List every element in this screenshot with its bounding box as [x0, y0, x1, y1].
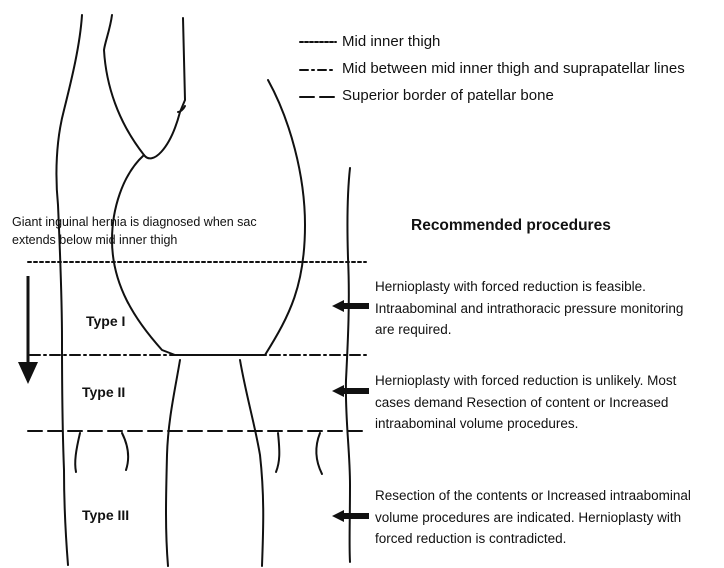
- procedures-heading: Recommended procedures: [411, 217, 611, 235]
- type-ii-label: Type II: [82, 384, 125, 400]
- downward-arrow-icon: [18, 276, 38, 384]
- legend-label-mid-inner-thigh: Mid inner thigh: [342, 33, 440, 50]
- inner-leg-right: [240, 360, 263, 566]
- inner-leg-left: [166, 360, 180, 566]
- right-body-contour: [346, 168, 350, 562]
- type-iii-label: Type III: [82, 507, 129, 523]
- legend-label-mid-between: Mid between mid inner thigh and suprapat…: [342, 60, 685, 77]
- type-iii-procedure: Resection of the contents or Increased i…: [375, 485, 705, 550]
- pointer-arrow-icon: [332, 300, 369, 312]
- knee-crease: [276, 433, 279, 472]
- pointer-arrow-icon: [332, 385, 369, 397]
- type-i-label: Type I: [86, 313, 125, 329]
- type-ii-procedure: Hernioplasty with forced reduction is un…: [375, 370, 693, 435]
- legend-label-superior-border: Superior border of patellar bone: [342, 87, 554, 104]
- type-i-procedure: Hernioplasty with forced reduction is fe…: [375, 276, 693, 341]
- knee-crease: [316, 433, 322, 474]
- hernia-sac-contour: [104, 15, 185, 158]
- left-body-contour: [56, 15, 82, 565]
- knee-crease: [75, 433, 80, 472]
- knee-crease: [122, 433, 128, 470]
- diagnosis-note: Giant inguinal hernia is diagnosed when …: [12, 213, 297, 249]
